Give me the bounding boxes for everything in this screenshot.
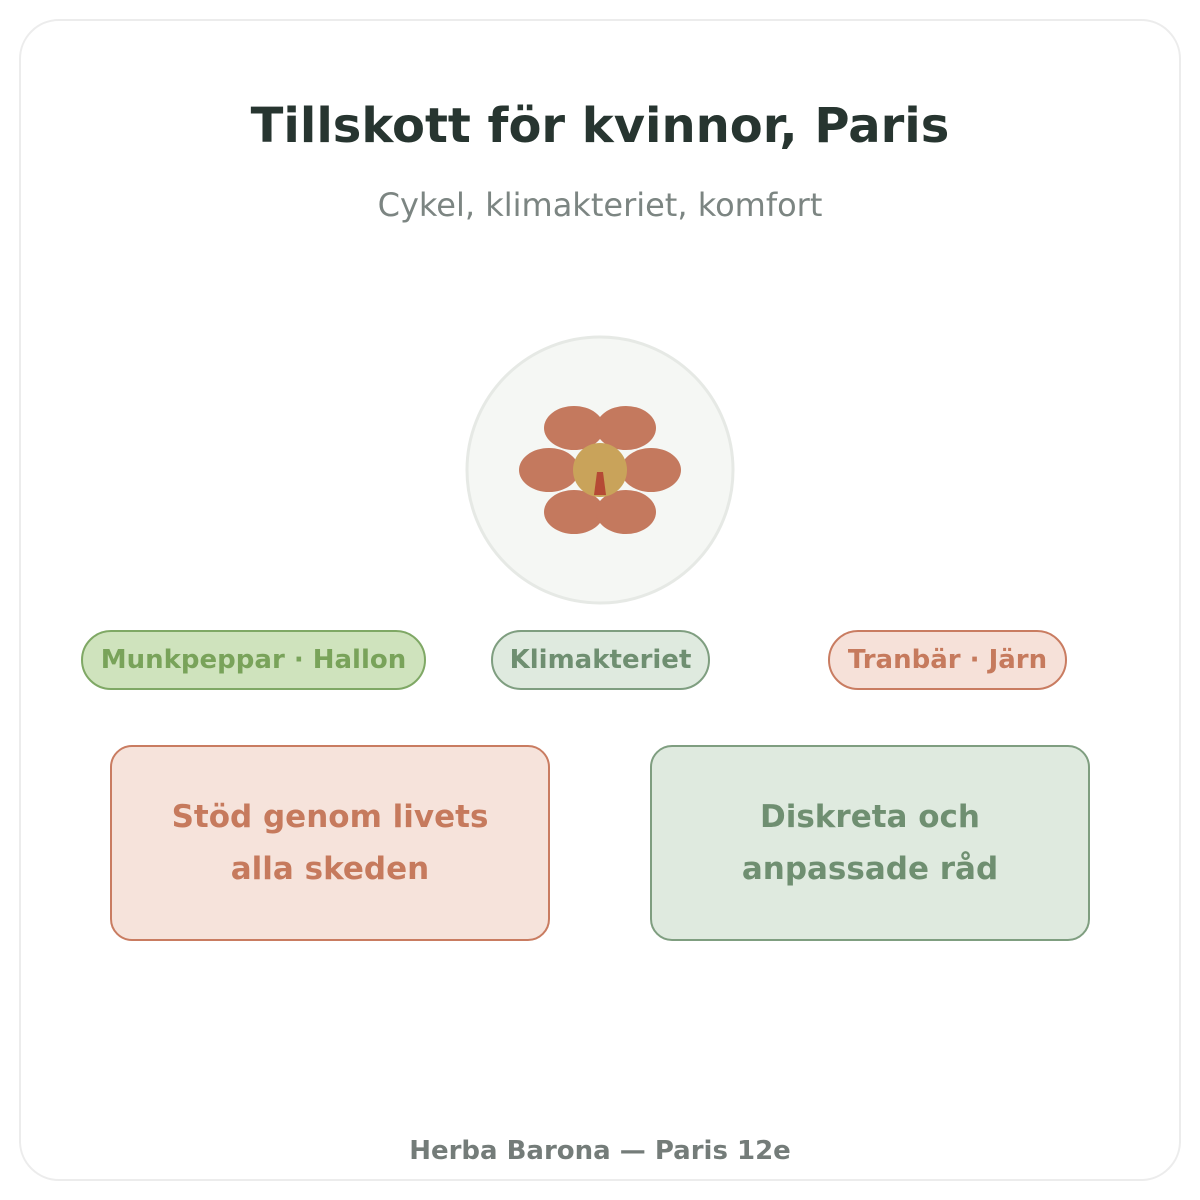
petal: [596, 406, 656, 450]
feature-card-line: alla skeden: [230, 851, 430, 887]
page-title: Tillskott för kvinnor, Paris: [250, 98, 950, 154]
flower-icon: [465, 335, 735, 605]
petal: [544, 406, 604, 450]
tag-tranbar-jarn: Tranbär · Järn: [828, 630, 1067, 690]
page-subtitle: Cykel, klimakteriet, komfort: [377, 186, 823, 224]
feature-card-line: Diskreta och: [759, 799, 980, 835]
feature-card-advice: Diskreta och anpassade råd: [650, 745, 1090, 941]
feature-card-line: Stöd genom livets: [171, 799, 489, 835]
petal: [621, 448, 681, 492]
tag-munkpeppar-hallon: Munkpeppar · Hallon: [81, 630, 426, 690]
flower-stem: [594, 472, 606, 495]
tag-label: Munkpeppar · Hallon: [100, 645, 407, 675]
tag-label: Klimakteriet: [509, 645, 692, 675]
petal: [519, 448, 579, 492]
tag-label: Tranbär · Järn: [847, 645, 1048, 675]
feature-card-support: Stöd genom livets alla skeden: [110, 745, 550, 941]
footer-brand: Herba Barona — Paris 12e: [409, 1136, 791, 1166]
feature-card-line: anpassade råd: [741, 851, 999, 887]
flower-center: [573, 443, 627, 497]
petal: [544, 490, 604, 534]
tag-klimakteriet: Klimakteriet: [491, 630, 710, 690]
petal: [596, 490, 656, 534]
